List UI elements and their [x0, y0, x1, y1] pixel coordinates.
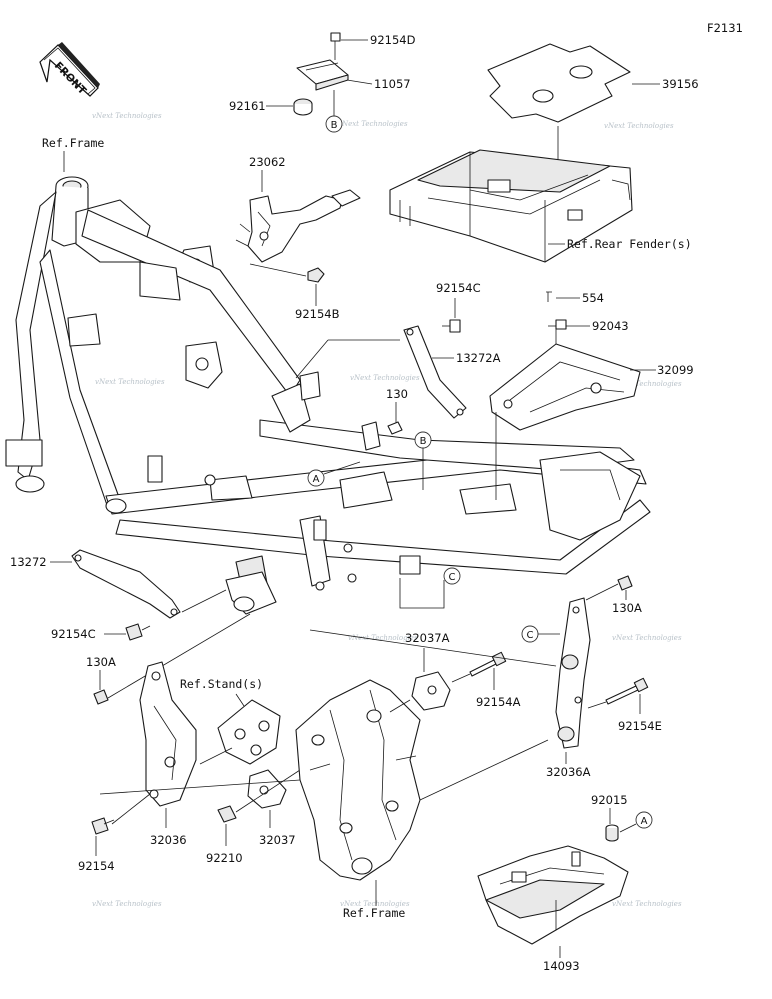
label-554: 554	[582, 291, 604, 305]
watermark: vNext Technologies	[92, 112, 162, 120]
watermark: vNext Technologies	[340, 900, 410, 908]
engine-cradle	[295, 679, 421, 881]
callout-a-text: A	[313, 474, 320, 485]
label-32099: 32099	[657, 363, 694, 377]
label-14093: 14093	[543, 959, 580, 973]
ref-frame-top: Ref.Frame	[42, 136, 104, 150]
pin-554	[546, 291, 552, 302]
label-39156: 39156	[662, 77, 699, 91]
callout-b-top	[325, 115, 343, 133]
label-92154A: 92154A	[476, 695, 521, 709]
nut-92210	[217, 805, 237, 823]
collar-92015	[605, 824, 619, 842]
label-92015: 92015	[591, 793, 628, 807]
label-23062: 23062	[249, 155, 286, 169]
label-92154D: 92154D	[370, 33, 416, 47]
label-92043: 92043	[592, 319, 629, 333]
watermark: vNext Technologies	[350, 374, 420, 382]
label-32037A: 32037A	[405, 631, 450, 645]
label-130A-left: 130A	[86, 655, 116, 669]
label-92154E: 92154E	[618, 719, 662, 733]
bolt-92154C-top	[442, 319, 461, 333]
ref-frame-bottom: Ref.Frame	[343, 906, 405, 920]
ref-rear-fender: Ref.Rear Fender(s)	[567, 237, 692, 251]
part-32037A-bracket	[411, 671, 451, 711]
callout-c-text: C	[527, 630, 534, 641]
part-11057-bracket	[296, 59, 349, 91]
label-92154C-top: 92154C	[436, 281, 481, 295]
part-13272A-stay	[403, 325, 467, 419]
watermark: vNext Technologies	[604, 122, 674, 130]
watermark: vNext Technologies	[338, 120, 408, 128]
part-32037-bracket	[247, 769, 287, 809]
callout-c-frame	[443, 567, 461, 585]
watermark: vNext Technologies	[612, 634, 682, 642]
part-32036-plate	[139, 661, 197, 807]
battery-tray-rear-fender	[389, 149, 633, 263]
bolt-92154	[91, 817, 115, 835]
label-92161: 92161	[229, 99, 266, 113]
label-92154: 92154	[78, 859, 115, 873]
part-39156-mat	[487, 43, 631, 123]
stand-bracket	[217, 699, 281, 765]
label-13272: 13272	[10, 555, 47, 569]
callout-a-text: A	[641, 816, 648, 827]
ref-stand: Ref.Stand(s)	[180, 677, 263, 691]
callout-b-text: B	[331, 120, 338, 131]
label-130A-right: 130A	[612, 601, 642, 615]
callout-a-frame	[307, 469, 325, 487]
watermarks: vNext Technologies vNext Technologies vN…	[92, 112, 682, 908]
callout-c-text: C	[449, 572, 456, 583]
watermark: vNext Technologies	[92, 900, 162, 908]
label-11057: 11057	[374, 77, 411, 91]
part-32099-bracket	[489, 320, 641, 431]
bolt-92043	[548, 319, 567, 330]
part-32036A-plate	[555, 597, 591, 749]
label-32037: 32037	[259, 833, 296, 847]
watermark: vNext Technologies	[612, 900, 682, 908]
label-13272A: 13272A	[456, 351, 501, 365]
label-92154C-left: 92154C	[51, 627, 96, 641]
label-92154B: 92154B	[295, 307, 340, 321]
label-92210: 92210	[206, 851, 243, 865]
bolt-92154D	[330, 32, 341, 60]
label-32036A: 32036A	[546, 765, 591, 779]
watermark: vNext Technologies	[612, 380, 682, 388]
callout-b-text: B	[420, 436, 427, 447]
bolt-130-top	[387, 421, 403, 435]
label-32036: 32036	[150, 833, 187, 847]
bolt-92154E	[605, 677, 649, 705]
main-frame	[5, 176, 651, 615]
watermark: vNext Technologies	[348, 634, 418, 642]
bolt-130A-right	[617, 575, 633, 591]
part-13272-stay	[71, 549, 181, 619]
nut-92154B	[307, 267, 325, 283]
callout-a-bottom	[635, 811, 653, 829]
figure-id: F2131	[707, 21, 743, 35]
bolt-92154C-left	[125, 623, 151, 641]
label-130-top: 130	[386, 387, 408, 401]
part-14093-cover	[477, 845, 629, 945]
bolt-92154A	[469, 651, 507, 677]
front-arrow-icon: FRONT	[39, 42, 100, 98]
bolt-130A-left	[93, 689, 109, 705]
grommet-92161	[293, 98, 313, 116]
watermark: vNext Technologies	[95, 378, 165, 386]
part-23062-bracket	[235, 189, 361, 263]
